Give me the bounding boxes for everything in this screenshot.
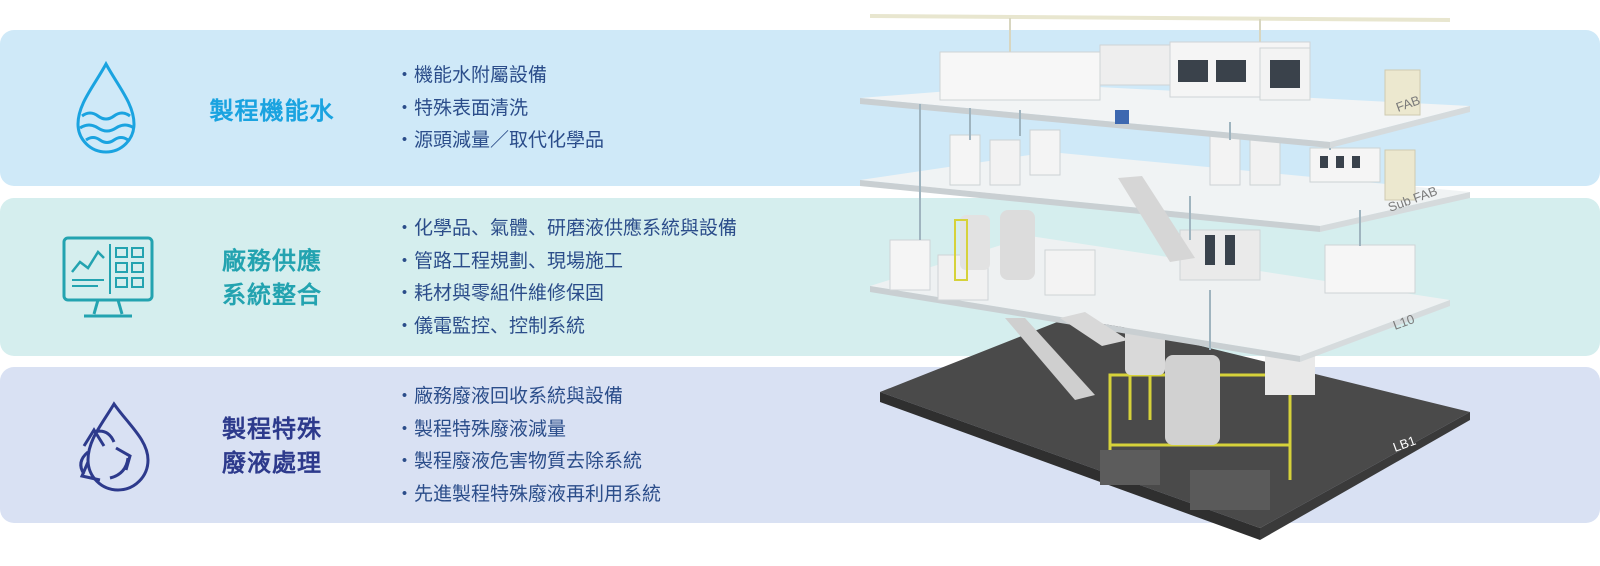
bullet-list-waste-treatment: 廠務廢液回收系統與設備 製程特殊廢液減量 製程廢液危害物質去除系統 先進製程特殊… [395, 380, 661, 510]
list-item: 製程特殊廢液減量 [395, 413, 661, 446]
section-title-process-water: 製程機能水 [172, 94, 372, 128]
list-item: 儀電監控、控制系統 [395, 310, 737, 343]
monitor-dashboard-icon [58, 228, 158, 328]
recycle-drop-icon [58, 398, 158, 498]
floor-label-lb1: LB1 [1391, 433, 1418, 455]
title-line: 廠務供應 [222, 247, 322, 275]
title-line: 製程特殊 [222, 415, 322, 443]
list-item: 耗材與零組件維修保固 [395, 277, 737, 310]
bullet-list-facility-supply: 化學品、氣體、研磨液供應系統與設備 管路工程規劃、現場施工 耗材與零組件維修保固… [395, 212, 737, 342]
floor-label-l10: L10 [1391, 311, 1417, 333]
title-line: 系統整合 [222, 281, 322, 309]
list-item: 源頭減量／取代化學品 [395, 124, 604, 157]
list-item: 廠務廢液回收系統與設備 [395, 380, 661, 413]
title-line: 廢液處理 [222, 449, 322, 477]
section-title-facility-supply: 廠務供應 系統整合 [172, 244, 372, 312]
list-item: 化學品、氣體、研磨液供應系統與設備 [395, 212, 737, 245]
list-item: 製程廢液危害物質去除系統 [395, 445, 661, 478]
list-item: 先進製程特殊廢液再利用系統 [395, 478, 661, 511]
list-item: 機能水附屬設備 [395, 59, 604, 92]
title-line: 製程機能水 [209, 97, 335, 125]
section-title-waste-treatment: 製程特殊 廢液處理 [172, 412, 372, 480]
list-item: 特殊表面清洗 [395, 92, 604, 125]
list-item: 管路工程規劃、現場施工 [395, 245, 737, 278]
bullet-list-process-water: 機能水附屬設備 特殊表面清洗 源頭減量／取代化學品 [395, 59, 604, 157]
fab-building-illustration: FAB Sub FAB L10 LB1 [860, 14, 1470, 540]
water-drop-icon [58, 58, 158, 158]
